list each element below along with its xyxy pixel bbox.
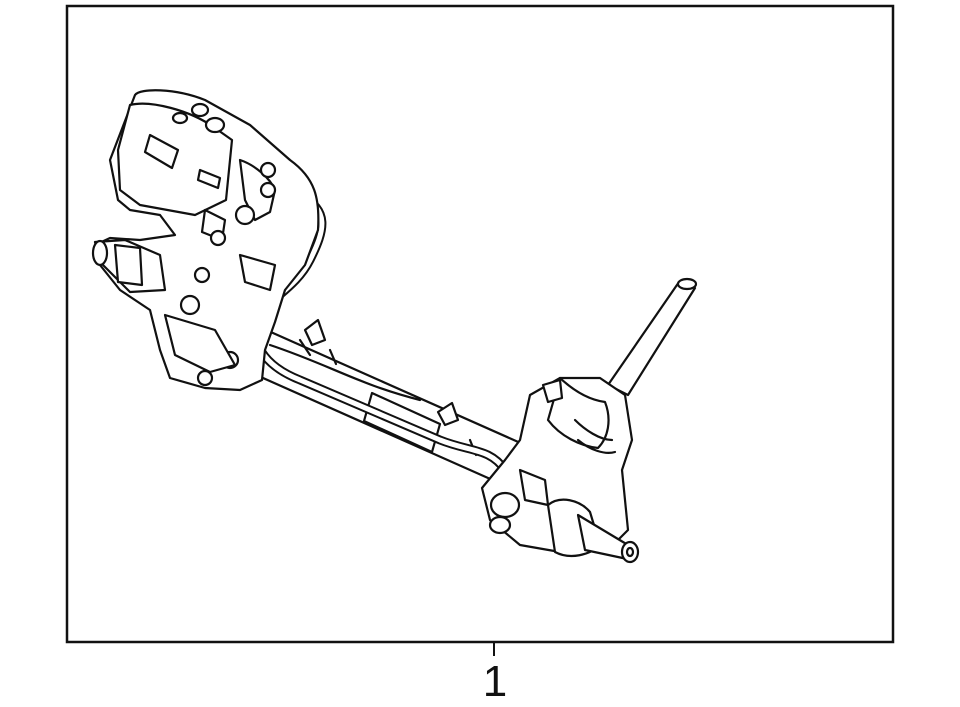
left-rack-end xyxy=(91,238,167,294)
right-rack-end xyxy=(546,498,640,564)
steering-rack-assembly-icon xyxy=(91,89,698,564)
rack-tube xyxy=(243,318,527,492)
diagram-frame xyxy=(65,4,895,644)
callout-number: 1 xyxy=(482,657,508,706)
input-shaft xyxy=(606,277,698,397)
motor-housing xyxy=(93,89,320,392)
